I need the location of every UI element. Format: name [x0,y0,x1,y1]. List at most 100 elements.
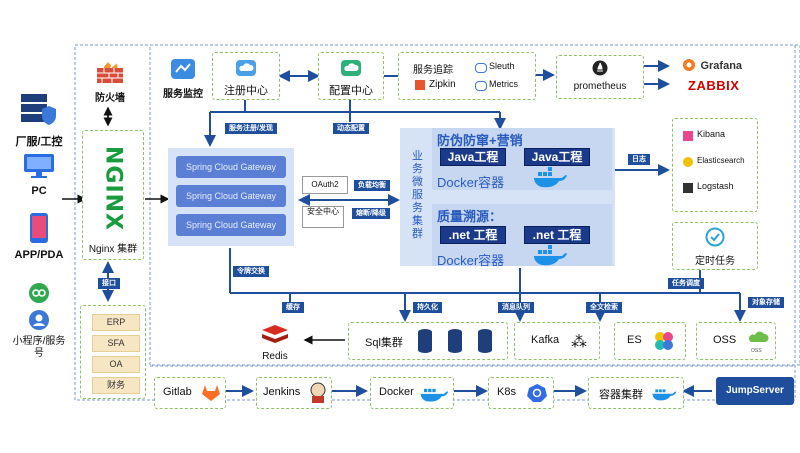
monitor-service-icon [171,59,195,79]
dynamic-tag: 动态配置 [333,123,369,134]
es-label: ES [627,334,642,346]
search-tag: 全文检索 [586,302,622,313]
app-group: APP/PDA [8,212,70,261]
nginx-box: NGINX Nginx 集群 [82,130,144,260]
jenkins-box: Jenkins [256,377,332,409]
zipkin-icon [415,80,425,90]
cloud-icon [236,60,256,76]
load-tag: 负载均衡 [354,180,390,191]
firewall-icon [97,62,123,83]
security-label: 安全中心 [307,207,339,216]
nginx-logo: NGINX [100,145,126,232]
object-tag: 对象存储 [748,297,784,308]
kibana-icon [683,131,693,141]
biz2-title: 质量溯源： [437,209,503,224]
kafka-icon: ⁂ [571,334,587,351]
jenkins-icon [310,382,326,403]
fuse-tag: 熔断/降级 [352,208,390,219]
oss-small-label: OSS [751,348,762,354]
pc-group: PC [14,152,64,197]
pc-label: PC [31,185,47,197]
biz1-panel: 防伪防窜+营销 Java工程 Java工程 Docker容器 [432,128,612,190]
grafana-group: Grafana [682,56,742,74]
elasticsearch-label: Elasticsearch [697,156,745,165]
docker-box: Docker [370,377,454,409]
timer-label: 定时任务 [695,256,735,267]
mq-tag: 消息队列 [498,302,534,313]
register-tag: 服务注册/发现 [225,123,277,134]
k8s-label: K8s [497,386,516,398]
elasticsearch-icon [683,157,693,167]
gateway-node: Spring Cloud Gateway [176,214,286,236]
metrics-label: Metrics [489,79,518,89]
zipkin-label: Zipkin [429,79,456,90]
gateway-group: Spring Cloud Gateway Spring Cloud Gatewa… [168,148,294,246]
sfa-item: SFA [92,335,140,352]
sql-label: Sql集群 [365,337,403,349]
tracing-title: 服务追踪 [413,65,453,76]
erp-item: ERP [92,314,140,331]
schedule-tag: 任务调度 [668,278,704,289]
jumpserver-label: JumpServer [726,385,784,396]
container-cluster-label: 容器集群 [599,389,643,401]
elk-box: Kibana Elasticsearch Logstash [672,118,758,212]
oa-item: OA [92,356,140,373]
redis-group: Redis [255,322,295,362]
biz1-docker-label: Docker容器 [437,175,505,190]
oss-icon [748,331,769,342]
phone-icon [30,213,48,243]
timer-box: 定时任务 [672,222,758,270]
database-icon [418,329,492,353]
prometheus-icon [592,60,608,76]
java-project: Java工程 [440,148,506,166]
container-cluster-box: 容器集群 [588,377,684,409]
firewall-label: 防火墙 [95,93,125,104]
config-box: 配置中心 [318,52,384,100]
gitlab-box: Gitlab [154,377,226,409]
gateway-node: Spring Cloud Gateway [176,185,286,207]
server-icon [21,94,56,125]
service-monitor-label: 服务监控 [163,89,203,100]
kibana-label: Kibana [697,129,726,139]
registry-box: 注册中心 [212,52,280,100]
config-label: 配置中心 [329,85,373,97]
gitlab-icon [202,385,220,401]
finance-item: 财务 [92,377,140,394]
gitlab-label: Gitlab [163,386,192,398]
net-project: .net 工程 [524,226,590,244]
grafana-icon [683,58,695,71]
mini-label: 小程序/服务号 [12,336,66,359]
metrics-icon [475,81,487,91]
token-tag: 令牌交换 [233,266,269,277]
redis-label: Redis [262,351,288,362]
kafka-label: Kafka [531,334,560,346]
mini-group: 小程序/服务号 [8,282,70,360]
erp-group: ERP SFA OA 财务 [80,305,146,399]
biz-label: 业务微服务集群 [412,150,423,240]
zabbix-label: ZABBIX [688,78,740,93]
timer-icon [705,227,725,247]
sleuth-icon [475,63,487,73]
tracing-box: 服务追踪 Zipkin Sleuth Metrics [398,52,536,100]
k8s-box: K8s [488,377,554,409]
es-box: ES [614,322,686,360]
factory-group: 厂服/工控 [10,92,68,149]
elastic-icon [655,332,673,350]
service-monitor: 服务监控 [160,58,206,100]
gateway-node: Spring Cloud Gateway [176,156,286,178]
sleuth-label: Sleuth [489,61,515,71]
sql-box: Sql集群 [348,322,508,360]
oss-box: OSS OSS [696,322,776,360]
kubernetes-icon [527,384,547,402]
docker-icon [420,388,449,402]
oss-label: OSS [713,334,737,346]
kafka-box: Kafka ⁂ [514,322,600,360]
firewall-group: 防火墙 [88,62,132,104]
redis-icon [262,325,288,343]
prometheus-label: prometheus [573,81,627,92]
container-icon [652,389,677,401]
jenkins-label: Jenkins [263,386,301,398]
cache-tag: 缓存 [282,302,304,313]
config-icon [341,60,361,76]
nginx-label: Nginx 集群 [88,244,138,255]
